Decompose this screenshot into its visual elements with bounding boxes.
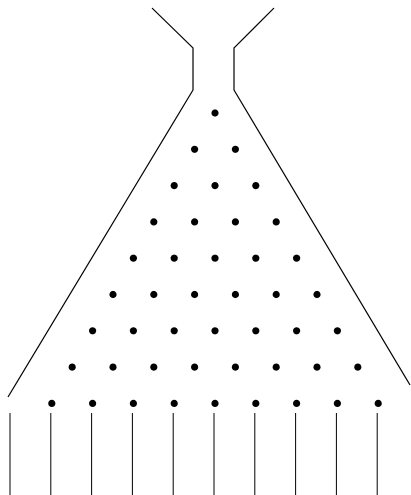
peg	[211, 182, 218, 189]
peg-field	[48, 109, 382, 407]
peg	[252, 400, 259, 407]
funnel-outline	[8, 8, 410, 397]
peg	[334, 327, 341, 334]
left-funnel-wall	[8, 8, 193, 397]
peg	[313, 291, 320, 298]
peg	[211, 255, 218, 262]
peg	[150, 291, 157, 298]
peg	[89, 327, 96, 334]
peg	[150, 218, 157, 225]
peg	[273, 364, 280, 371]
peg	[211, 327, 218, 334]
peg	[171, 182, 178, 189]
peg	[150, 364, 157, 371]
peg	[252, 182, 259, 189]
peg	[109, 364, 116, 371]
peg	[130, 327, 137, 334]
collection-bins	[10, 413, 377, 495]
peg	[191, 364, 198, 371]
peg	[109, 291, 116, 298]
peg	[69, 364, 76, 371]
peg	[273, 291, 280, 298]
peg	[191, 218, 198, 225]
peg	[171, 255, 178, 262]
peg	[334, 400, 341, 407]
peg	[211, 400, 218, 407]
peg	[191, 146, 198, 153]
peg	[354, 364, 361, 371]
peg	[232, 218, 239, 225]
peg	[191, 291, 198, 298]
peg	[211, 109, 218, 116]
peg	[171, 400, 178, 407]
right-funnel-wall	[234, 8, 410, 385]
peg	[252, 255, 259, 262]
peg	[130, 255, 137, 262]
peg	[48, 400, 55, 407]
peg	[232, 146, 239, 153]
peg	[89, 400, 96, 407]
peg	[293, 327, 300, 334]
peg	[273, 218, 280, 225]
peg	[375, 400, 382, 407]
peg	[232, 364, 239, 371]
peg	[171, 327, 178, 334]
peg	[293, 255, 300, 262]
peg	[130, 400, 137, 407]
peg	[313, 364, 320, 371]
peg	[293, 400, 300, 407]
peg	[232, 291, 239, 298]
peg	[252, 327, 259, 334]
